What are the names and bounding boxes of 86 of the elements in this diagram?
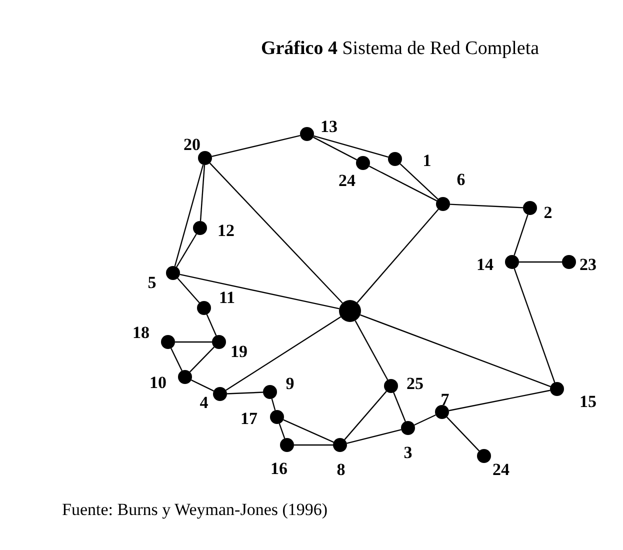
node-number-label: 24 (492, 461, 510, 479)
central-hub-dot (339, 300, 361, 322)
node-number-label: 4 (200, 394, 208, 412)
connection-line (200, 164, 206, 222)
connection-line (180, 274, 340, 310)
network-node-dot (333, 438, 347, 452)
node-number-label: 24 (338, 172, 356, 190)
connection-line (312, 136, 358, 160)
node-number-label: 19 (230, 343, 248, 361)
connection-line (354, 320, 388, 380)
network-node-dot (270, 410, 284, 424)
node-number-label: 17 (240, 410, 258, 428)
connection-line (174, 164, 204, 266)
network-node-dot (197, 301, 211, 315)
network-node-dot (477, 449, 491, 463)
node-number-label: 25 (406, 375, 424, 393)
network-node-dot (356, 156, 370, 170)
connection-line (368, 166, 438, 202)
network-node-dot (435, 405, 449, 419)
connection-line (212, 135, 300, 157)
connection-line (346, 429, 402, 444)
connection-line (360, 314, 551, 388)
network-node-dot (388, 152, 402, 166)
connection-line (344, 390, 387, 440)
diagram-title: Gráfico 4 Sistema de Red Completa (260, 38, 540, 60)
connection-line (294, 444, 333, 446)
network-node-dot (550, 382, 564, 396)
node-number-label: 13 (320, 118, 338, 136)
connection-line (448, 390, 550, 412)
connection-line (446, 416, 480, 452)
node-number-label: 20 (184, 136, 200, 154)
network-node-dot (166, 266, 180, 280)
connection-line (189, 346, 215, 372)
network-node-dot (384, 379, 398, 393)
connection-line (283, 419, 334, 443)
connection-line (400, 163, 438, 200)
connection-line (177, 278, 200, 304)
node-number-label: 7 (440, 391, 450, 409)
node-number-label: 2 (544, 204, 552, 222)
connection-line (209, 162, 343, 304)
network-node-dot (401, 421, 415, 435)
node-number-label: 12 (218, 222, 234, 240)
node-number-label: 1 (422, 152, 432, 170)
node-number-label: 14 (476, 256, 494, 274)
connection-line (278, 423, 286, 439)
network-node-dot (212, 335, 226, 349)
network-node-dot (505, 255, 519, 269)
node-number-label: 3 (404, 444, 412, 462)
network-node-dot (436, 197, 450, 211)
node-number-label: 16 (270, 460, 288, 478)
node-number-label: 15 (580, 393, 596, 411)
network-node-dot (562, 255, 576, 269)
connection-line (314, 135, 388, 158)
network-node-dot (178, 370, 192, 384)
node-number-label: 5 (148, 274, 156, 292)
node-number-label: 8 (336, 461, 346, 479)
connection-line (176, 234, 197, 268)
network-node-dot (280, 438, 294, 452)
connection-line (175, 341, 212, 343)
node-number-label: 23 (580, 256, 596, 274)
network-node-dot (300, 127, 314, 141)
network-node-dot (193, 221, 207, 235)
connection-line (450, 204, 524, 208)
connection-line (356, 208, 439, 304)
source-caption: Fuente: Burns y Weyman-Jones (1996) (62, 500, 328, 520)
connection-line (519, 261, 562, 263)
connection-line (514, 268, 556, 383)
connection-line (170, 348, 182, 371)
network-node-dot (213, 387, 227, 401)
connection-line (206, 314, 217, 336)
node-number-label: 10 (150, 374, 166, 392)
network-node-dot (161, 335, 175, 349)
node-number-label: 6 (456, 171, 466, 189)
network-node-dot (198, 151, 212, 165)
node-number-label: 18 (132, 324, 150, 342)
connection-line (271, 398, 276, 410)
network-node-dot (263, 385, 277, 399)
connection-line (191, 380, 214, 392)
connection-line (414, 414, 436, 426)
node-number-label: 11 (218, 289, 236, 307)
connection-line (514, 214, 528, 256)
network-node-dot (523, 201, 537, 215)
node-number-label: 9 (286, 375, 294, 393)
connection-line (226, 392, 264, 394)
connection-line (226, 316, 342, 391)
connection-line (393, 392, 406, 422)
